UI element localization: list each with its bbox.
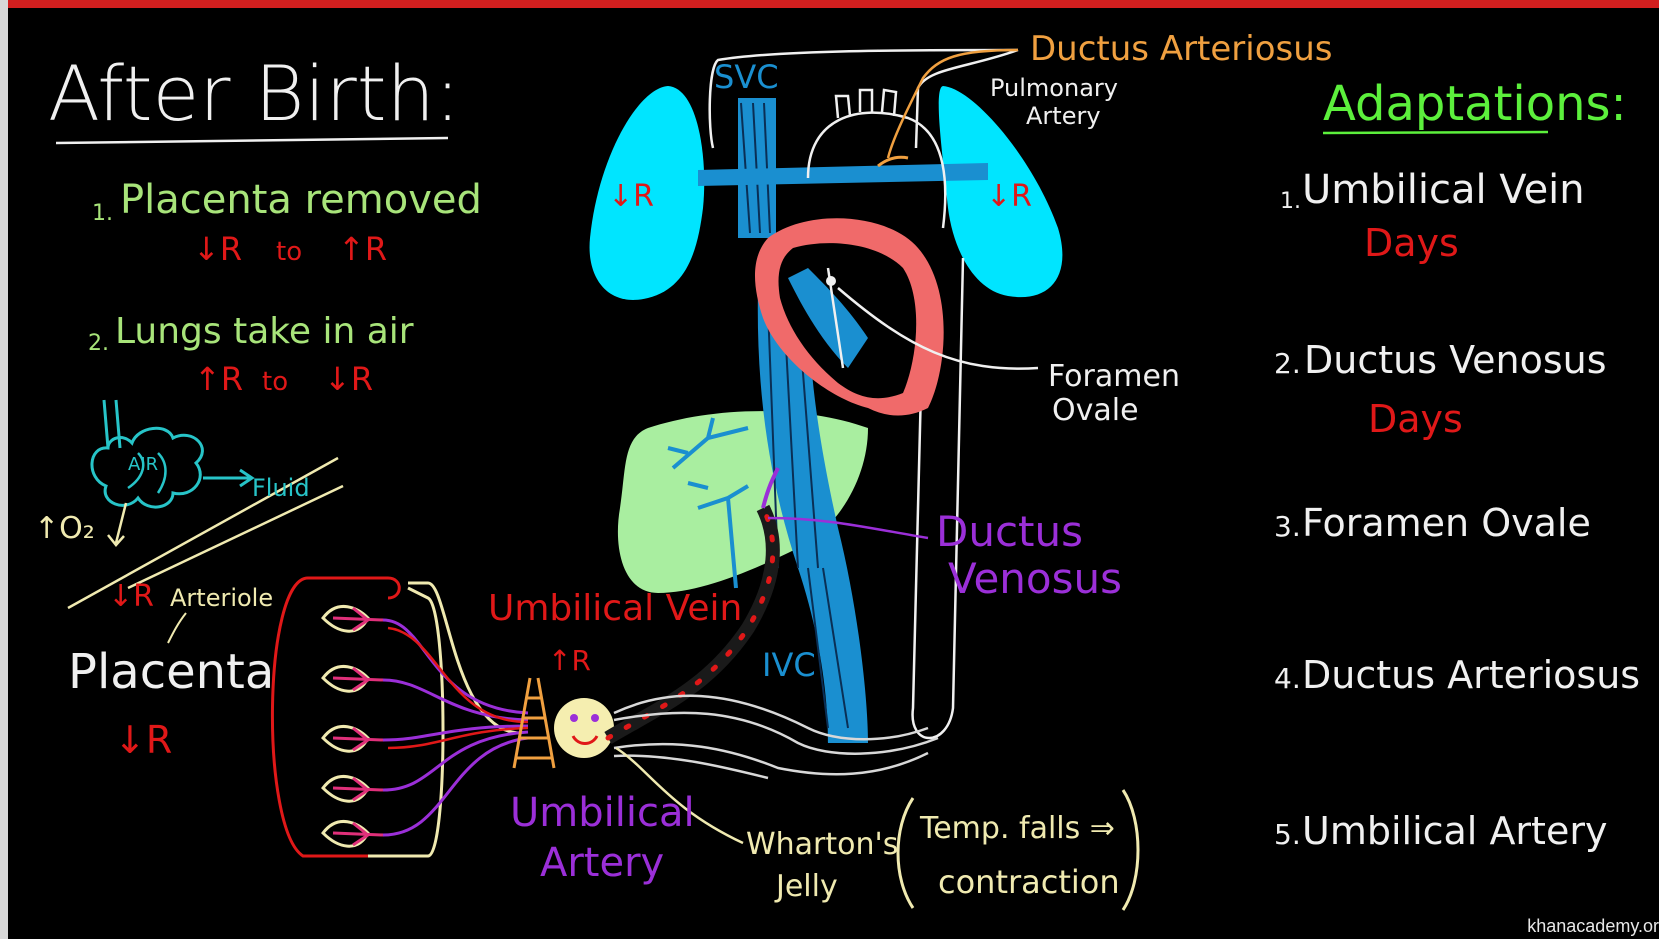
adaptation-5-label: Umbilical Artery: [1302, 809, 1607, 853]
arteriole-pointer: [168, 613, 186, 643]
adaptations-heading: Adaptations:: [1323, 76, 1627, 132]
umbilical-vein-resistance: ↑R: [548, 644, 591, 677]
placenta-resistance: ↓R: [114, 718, 172, 762]
arteriole-resistance-label: ↓R: [108, 579, 154, 614]
adaptation-1-label: Umbilical Vein: [1302, 167, 1585, 213]
top-red-bar: [0, 0, 1659, 8]
ductus-arteriosus-vessel: [878, 157, 908, 166]
adaptation-4-number: 4.: [1274, 662, 1301, 695]
adaptation-3-label: Foramen Ovale: [1302, 501, 1591, 545]
left-edge-strip: [0, 0, 8, 939]
svc-label: SVC: [714, 58, 779, 96]
adaptation-2-note: Days: [1368, 397, 1463, 441]
chalkboard: After Birth: 1. Placenta removed ↓R to ↑…: [8, 8, 1659, 939]
temp-paren-left: [898, 798, 913, 908]
umbilical-artery-label-line2: Artery: [540, 840, 664, 886]
adaptation-3-number: 3.: [1274, 510, 1301, 543]
adaptations-underline: [1323, 132, 1548, 133]
right-lung-resistance: ↓R: [986, 179, 1032, 214]
page-title: After Birth:: [48, 49, 460, 138]
list-item-1-from: ↓R: [193, 230, 242, 268]
adaptation-item-5: 5. Umbilical Artery: [1274, 809, 1607, 853]
foramen-ovale-dot: [826, 276, 836, 286]
adaptation-item-3: 3. Foramen Ovale: [1274, 501, 1591, 545]
foramen-ovale-label-line2: Ovale: [1052, 393, 1139, 428]
adaptation-1-note: Days: [1364, 221, 1459, 265]
adaptation-item-1: 1. Umbilical Vein Days: [1280, 167, 1585, 265]
list-item-1-text: Placenta removed: [120, 177, 482, 223]
arteriole-label: Arteriole: [170, 584, 273, 612]
whartons-jelly-label-line2: Jelly: [774, 869, 838, 904]
list-item-2-from: ↑R: [194, 360, 243, 398]
svc-vessel: [738, 98, 776, 238]
ductus-venosus-label-line1: Ductus: [936, 507, 1083, 556]
adaptation-4-label: Ductus Arteriosus: [1302, 653, 1640, 697]
list-item-2-to-word: to: [262, 367, 288, 397]
umbilical-cord-face: [554, 698, 614, 758]
title-underline: [56, 138, 448, 143]
list-item-2-number: 2.: [88, 331, 109, 356]
adaptation-2-number: 2.: [1274, 347, 1301, 380]
foramen-ovale-label-line1: Foramen: [1048, 359, 1180, 394]
o2-increase-label: ↑O₂: [34, 511, 95, 546]
placenta-label: Placenta: [68, 644, 274, 700]
diagram-canvas: After Birth: 1. Placenta removed ↓R to ↑…: [8, 8, 1659, 939]
temp-paren-right: [1123, 790, 1138, 910]
temp-note-line1: Temp. falls ⇒: [919, 811, 1115, 846]
pulmonary-artery-label-line1: Pulmonary: [990, 74, 1118, 102]
umbilical-vein-label: Umbilical Vein: [488, 588, 742, 629]
left-lung-resistance: ↓R: [608, 179, 654, 214]
adaptation-1-number: 1.: [1280, 189, 1301, 214]
list-item-2-text: Lungs take in air: [115, 311, 414, 352]
adaptation-2-label: Ductus Venosus: [1304, 338, 1607, 382]
pulmonary-artery-label-line2: Artery: [1026, 102, 1101, 130]
whartons-jelly-label-line1: Wharton's: [746, 827, 898, 862]
adaptation-5-number: 5.: [1274, 818, 1301, 851]
umbilical-artery-label-line1: Umbilical: [510, 790, 695, 836]
list-item-1-number: 1.: [92, 201, 113, 226]
alveolus-fluid-label: Fluid: [252, 474, 310, 502]
adaptation-item-2: 2. Ductus Venosus Days: [1274, 338, 1607, 441]
adaptation-item-4: 4. Ductus Arteriosus: [1274, 653, 1640, 697]
ivc-label: IVC: [762, 646, 816, 684]
list-item-1-to: ↑R: [338, 230, 387, 268]
list-item-2-to: ↓R: [324, 360, 373, 398]
alveolus-sketch: [68, 400, 343, 608]
list-item-1-to-word: to: [276, 237, 302, 267]
temp-note-line2: contraction: [938, 863, 1120, 901]
alveolus-air-label: AIR: [128, 454, 158, 475]
khan-academy-watermark: khanacademy.or: [1527, 916, 1659, 937]
ductus-arteriosus-label: Ductus Arteriosus: [1030, 29, 1333, 69]
ductus-venosus-label-line2: Venosus: [948, 554, 1122, 603]
